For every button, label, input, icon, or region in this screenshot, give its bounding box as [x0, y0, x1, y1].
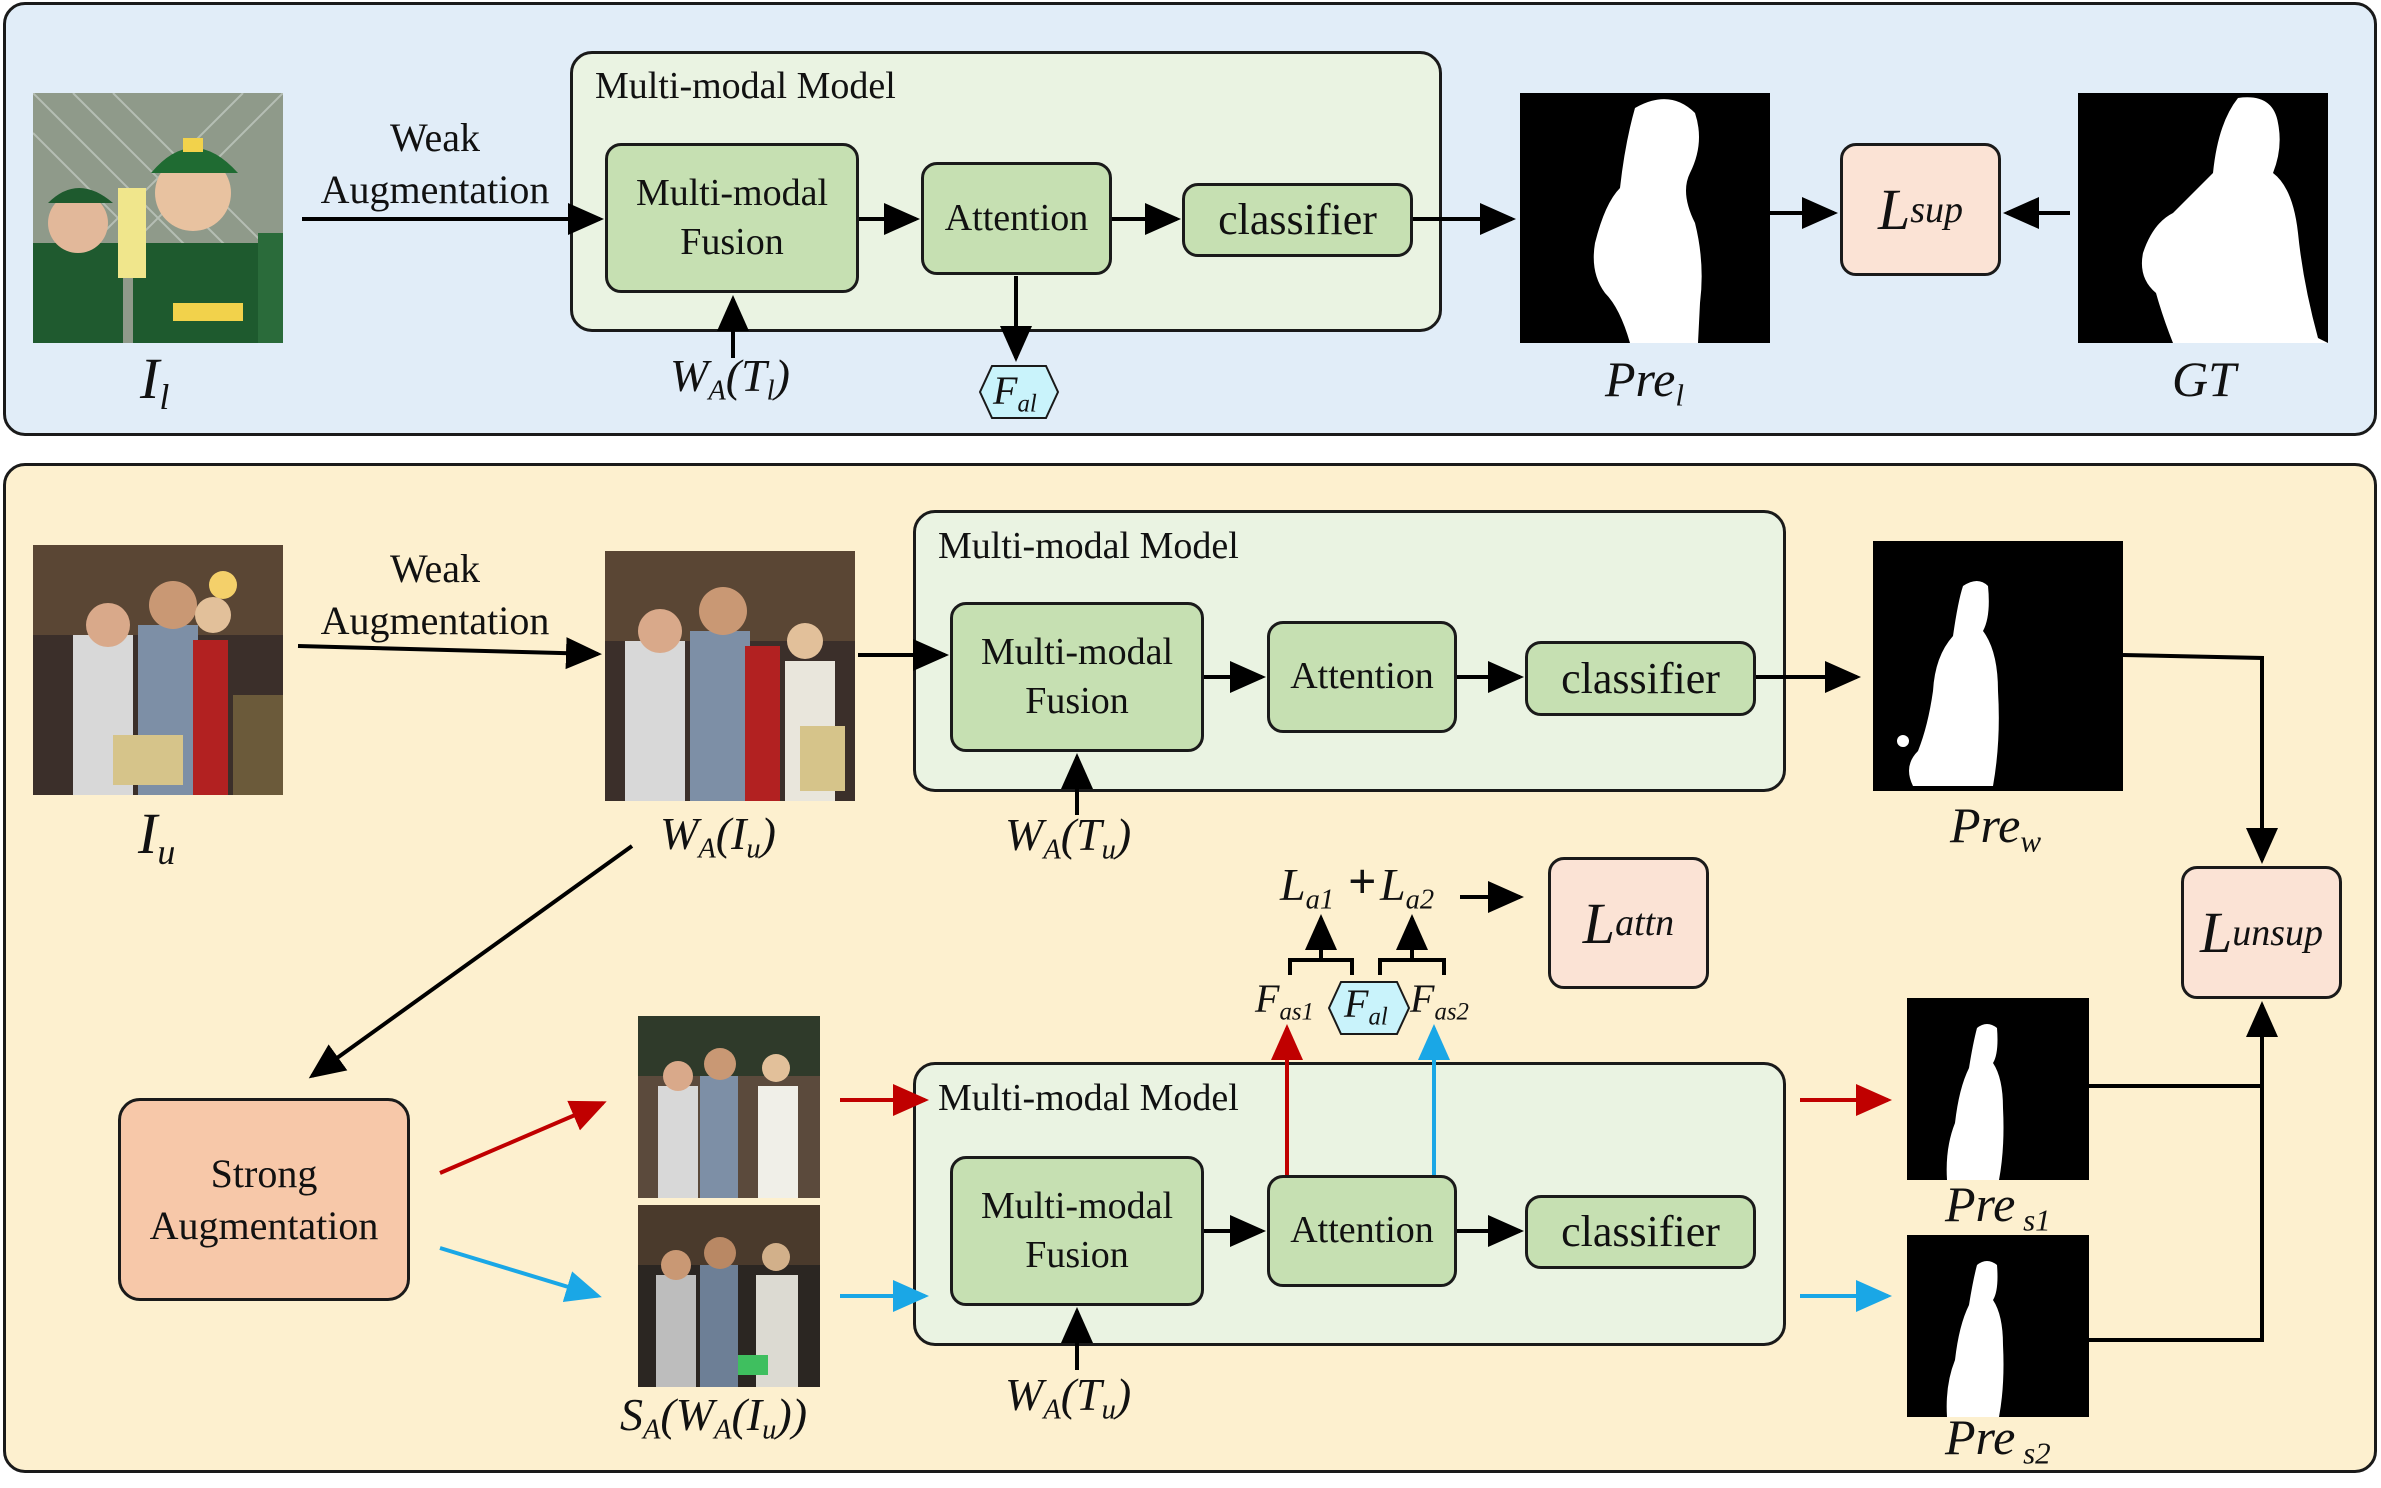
- text-input-label-2: WA(Tu): [1005, 809, 1132, 866]
- classifier-block: classifier: [1182, 183, 1413, 257]
- multimodal-fusion-block: Multi-modal Fusion: [605, 143, 859, 293]
- strong-prediction-mask-2: [1907, 1235, 2089, 1417]
- weak-augmentation-label: Weak Augmentation: [320, 115, 550, 212]
- ground-truth-mask: [2078, 93, 2328, 343]
- labeled-prediction-mask: [1520, 93, 1770, 343]
- fas2-label: Fas2: [1410, 976, 1469, 1026]
- multimodal-fusion-block-3: Multi-modal Fusion: [950, 1156, 1204, 1306]
- attention-block-3: Attention: [1267, 1175, 1457, 1287]
- text-input-label: WA(Tl): [670, 350, 790, 407]
- feature-al-hexagon: [978, 365, 1060, 419]
- la2-label: La2: [1380, 859, 1435, 916]
- strong-augmented-image-2: [638, 1205, 820, 1387]
- feature-al-hexagon-2: [1327, 981, 1411, 1035]
- weak-augmented-label: WA(Iu): [660, 808, 776, 865]
- model-title-3: Multi-modal Model: [938, 1077, 1239, 1119]
- strong-augmented-label: SA(WA(Iu)): [620, 1389, 808, 1446]
- labeled-prediction-label: Prel: [1605, 351, 1684, 413]
- ground-truth-label: GT: [2172, 351, 2236, 407]
- weak-prediction-label: Prew: [1950, 797, 2042, 859]
- labeled-input-image: [33, 93, 283, 343]
- attention-block-2: Attention: [1267, 621, 1457, 733]
- fas1-label: Fas1: [1255, 976, 1314, 1026]
- attention-block: Attention: [921, 162, 1112, 275]
- text-input-label-3: WA(Tu): [1005, 1369, 1132, 1426]
- classifier-block-2: classifier: [1525, 641, 1756, 716]
- fal-label: Fal: [1344, 981, 1388, 1031]
- strong-augmented-image-1: [638, 1016, 820, 1198]
- strong-prediction-mask-1: [1907, 998, 2089, 1180]
- strong-prediction-label-1: Pre s1: [1945, 1176, 2051, 1238]
- model-title-2: Multi-modal Model: [938, 525, 1239, 567]
- plus-sign: +: [1348, 853, 1377, 909]
- multimodal-fusion-block-2: Multi-modal Fusion: [950, 602, 1204, 752]
- labeled-input-label: Il: [140, 346, 170, 417]
- weak-augmentation-label-2: Weak Augmentation: [320, 546, 550, 643]
- unlabeled-input-label: Iu: [138, 801, 176, 872]
- classifier-block-3: classifier: [1525, 1195, 1756, 1269]
- weak-augmented-image: [605, 551, 855, 801]
- strong-augmentation-block: Strong Augmentation: [118, 1098, 410, 1301]
- weak-prediction-mask: [1873, 541, 2123, 791]
- feature-al-label: Fal: [993, 368, 1037, 418]
- unlabeled-input-image: [33, 545, 283, 795]
- la1-label: La1: [1280, 859, 1335, 916]
- strong-prediction-label-2: Pre s2: [1945, 1409, 2051, 1471]
- model-title: Multi-modal Model: [595, 65, 896, 107]
